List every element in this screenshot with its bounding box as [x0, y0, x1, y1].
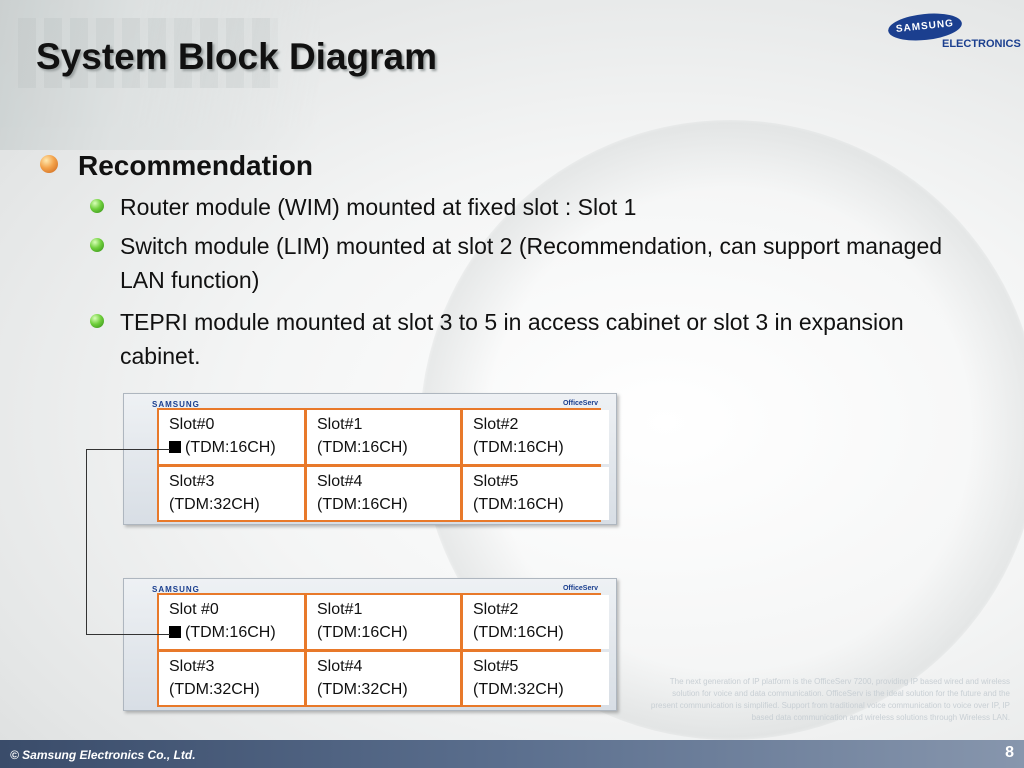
slot-1: Slot#1 (TDM:16CH): [307, 410, 460, 464]
logo-subtitle: ELECTRONICS: [942, 38, 1021, 50]
slot-name: Slot#3: [169, 657, 215, 675]
slot-1: Slot#1 (TDM:16CH): [307, 595, 460, 649]
slot-2: Slot#2 (TDM:16CH): [463, 410, 609, 464]
connector-marker-icon: [169, 441, 181, 453]
slot-spec: (TDM:16CH): [317, 495, 408, 513]
cabinet-brand: SAMSUNG: [152, 400, 200, 409]
slot-name: Slot#4: [317, 472, 363, 490]
slot-4: Slot#4 (TDM:16CH): [307, 466, 460, 520]
orange-bullet-icon: [40, 155, 58, 173]
samsung-logo: SAMSUNG ELECTRONICS: [882, 10, 1021, 52]
cabinet-brand: SAMSUNG: [152, 585, 200, 594]
slot-spec: (TDM:32CH): [317, 680, 408, 698]
slot-grid: Slot #0 (TDM:16CH) Slot#1 (TDM:16CH) Slo…: [157, 593, 609, 707]
slot-name: Slot#1: [317, 601, 363, 618]
slot-5: Slot#5 (TDM:16CH): [463, 466, 609, 520]
green-bullet-icon: [90, 238, 104, 252]
slot-name: Slot#3: [169, 472, 215, 490]
slide-title: System Block Diagram: [36, 36, 438, 77]
sub-bullet-text: TEPRI module mounted at slot 3 to 5 in a…: [120, 309, 904, 369]
slot-grid: Slot#0 (TDM:16CH) Slot#1 (TDM:16CH) Slot…: [157, 408, 609, 522]
background-equipment-image: [0, 0, 320, 150]
slot-name: Slot#2: [473, 601, 519, 618]
background-blurb: The next generation of IP platform is th…: [650, 677, 1010, 722]
slot-name: Slot#2: [473, 416, 519, 433]
page-number: 8: [1005, 744, 1014, 761]
expansion-cabinet: SAMSUNG OfficeServ Slot #0 (TDM:16CH) Sl…: [123, 578, 617, 711]
slot-4: Slot#4 (TDM:32CH): [307, 651, 460, 705]
connector-marker-icon: [169, 626, 181, 638]
slot-name: Slot#4: [317, 657, 363, 675]
connector-line-vertical: [86, 449, 87, 635]
slot-name: Slot#5: [473, 472, 519, 490]
slot-spec: (TDM:16CH): [185, 439, 276, 456]
slot-0: Slot #0 (TDM:16CH): [159, 595, 304, 649]
sub-bullet-text: Router module (WIM) mounted at fixed slo…: [120, 194, 637, 220]
slot-name: Slot#5: [473, 657, 519, 675]
slot-3: Slot#3 (TDM:32CH): [159, 466, 304, 520]
slot-spec: (TDM:16CH): [473, 439, 564, 456]
cabinet-model: OfficeServ: [562, 400, 598, 407]
slot-spec: (TDM:16CH): [473, 495, 564, 513]
slot-spec: (TDM:32CH): [473, 680, 564, 698]
background-port-pattern: [18, 18, 278, 88]
slot-spec: (TDM:32CH): [169, 495, 260, 513]
slot-2: Slot#2 (TDM:16CH): [463, 595, 609, 649]
slot-name: Slot#0: [169, 416, 215, 433]
connector-line-top: [86, 449, 170, 450]
bullet-text: Recommendation: [78, 150, 313, 181]
sub-bullet-text: Switch module (LIM) mounted at slot 2 (R…: [120, 233, 943, 293]
footer-bar: © Samsung Electronics Co., Ltd. 8: [0, 740, 1024, 768]
slot-5: Slot#5 (TDM:32CH): [463, 651, 609, 705]
slot-0: Slot#0 (TDM:16CH): [159, 410, 304, 464]
connector-line-bottom: [86, 634, 170, 635]
slot-spec: (TDM:32CH): [169, 680, 260, 698]
slot-name: Slot#1: [317, 416, 363, 433]
cabinet-model: OfficeServ: [562, 585, 598, 592]
slot-3: Slot#3 (TDM:32CH): [159, 651, 304, 705]
green-bullet-icon: [90, 314, 104, 328]
slot-spec: (TDM:16CH): [317, 439, 408, 456]
access-cabinet: SAMSUNG OfficeServ Slot#0 (TDM:16CH) Slo…: [123, 393, 617, 525]
slot-spec: (TDM:16CH): [473, 624, 564, 641]
slot-spec: (TDM:16CH): [185, 624, 276, 641]
slot-name: Slot #0: [169, 601, 219, 618]
green-bullet-icon: [90, 199, 104, 213]
copyright-text: © Samsung Electronics Co., Ltd.: [10, 748, 196, 762]
slot-spec: (TDM:16CH): [317, 624, 408, 641]
